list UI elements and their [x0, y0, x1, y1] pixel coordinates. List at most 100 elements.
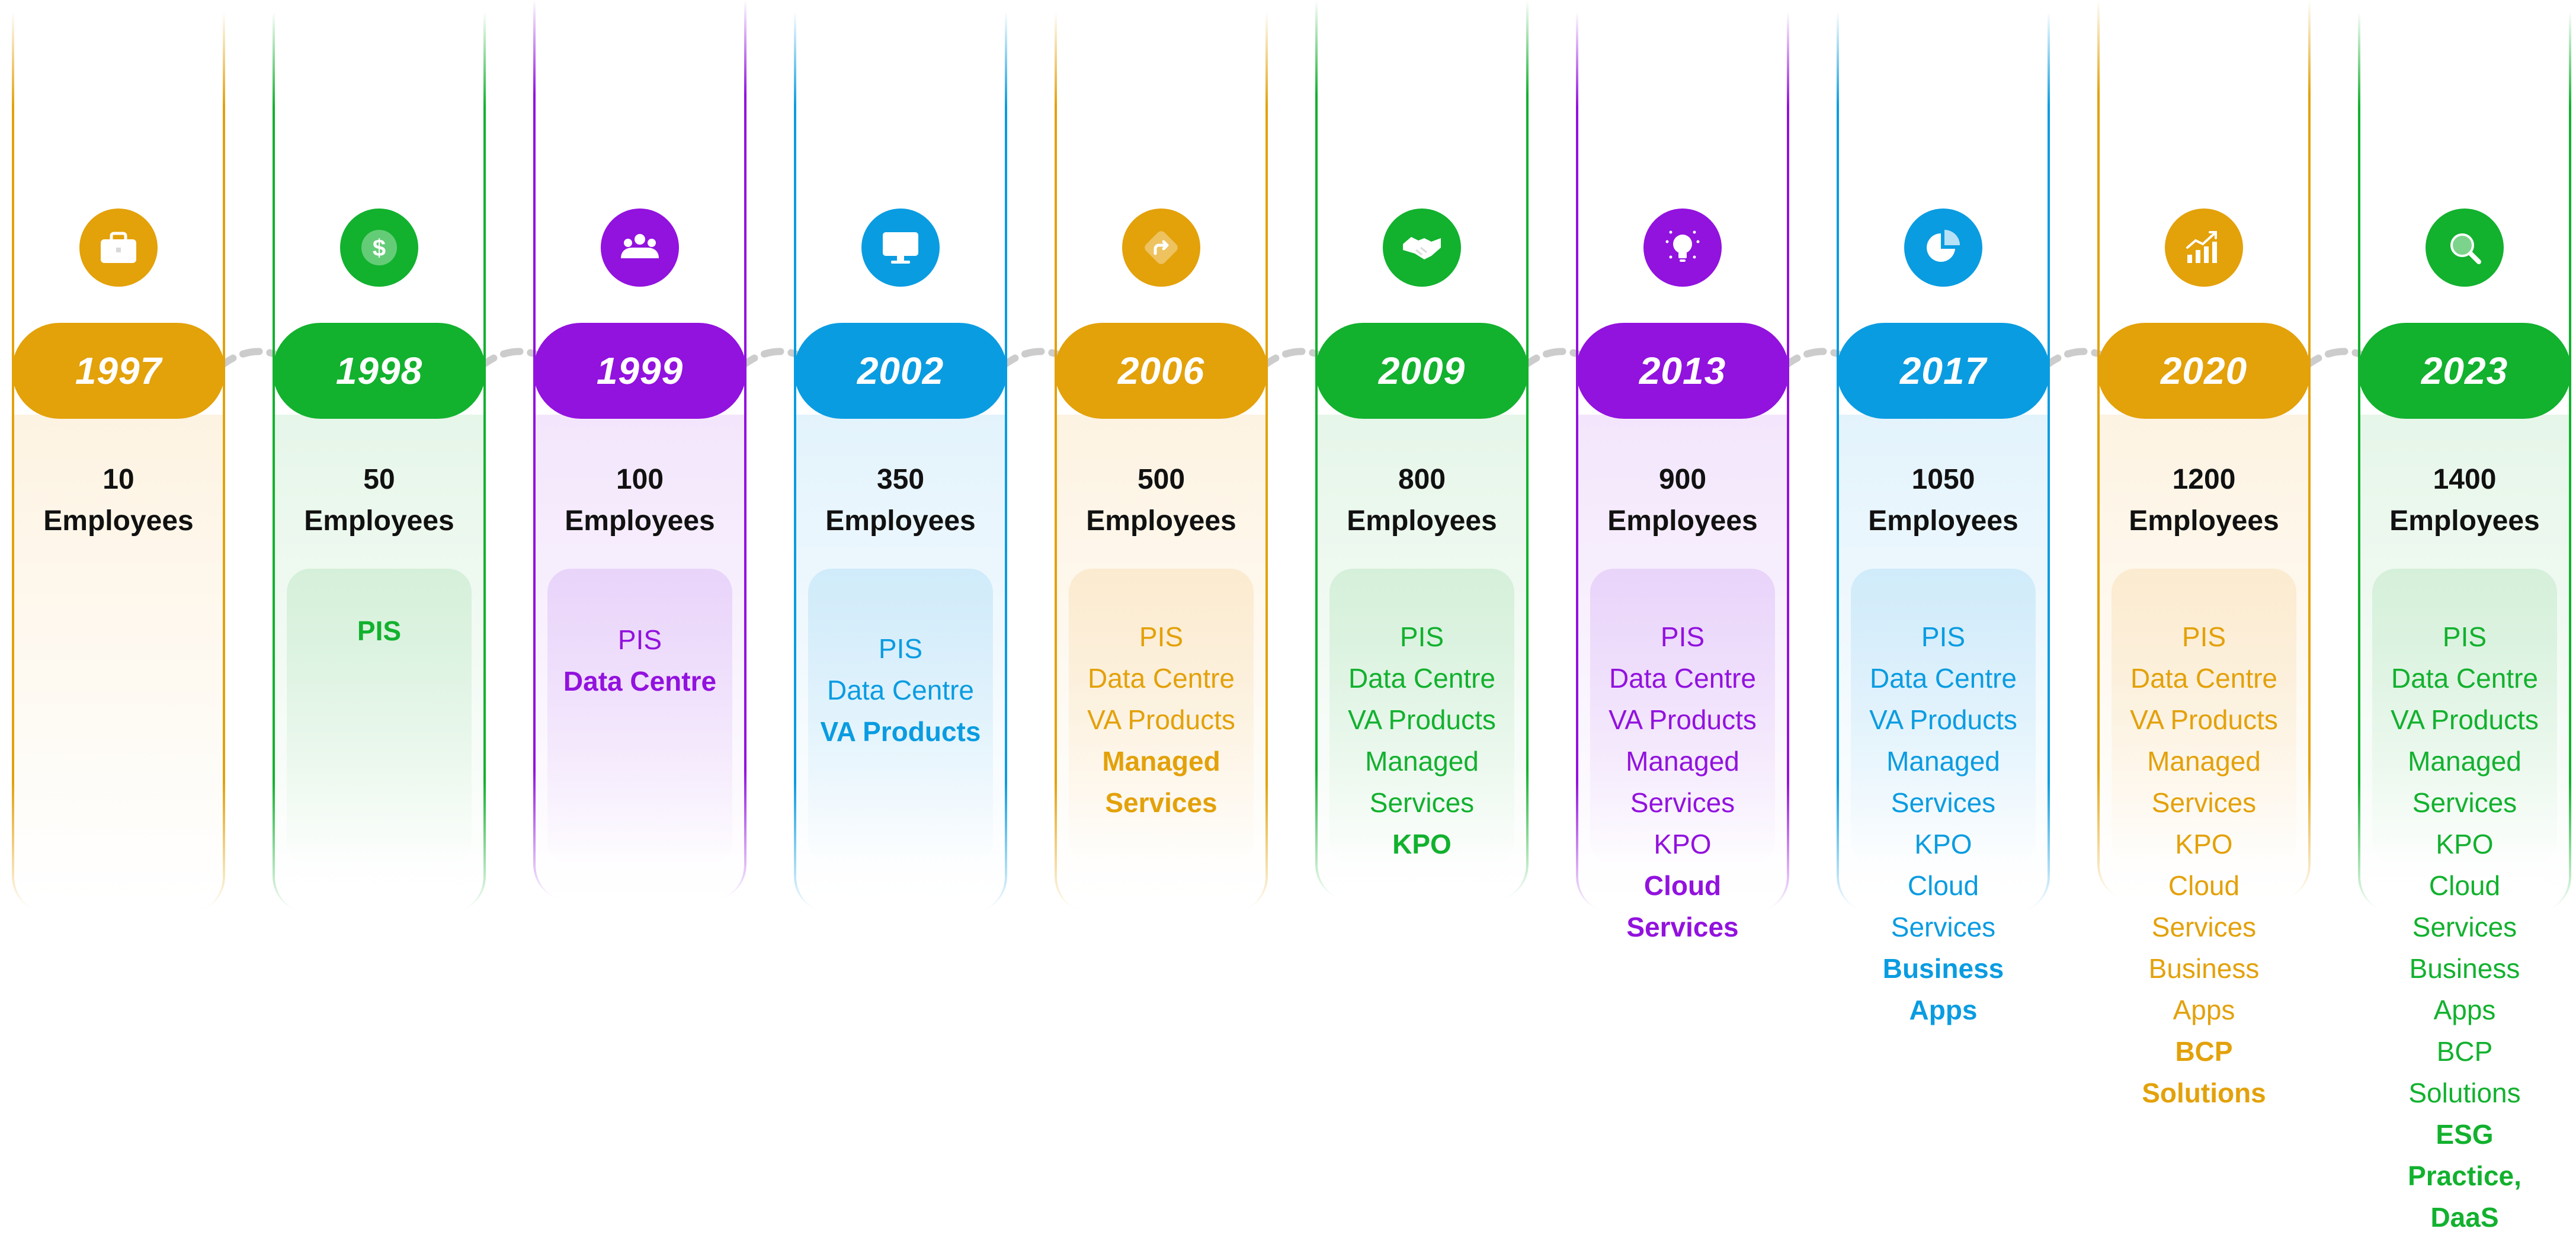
- new-service-item: BCP: [2175, 1036, 2233, 1067]
- dollar-icon: $: [340, 209, 418, 287]
- service-item: Data Centre: [1869, 663, 2017, 694]
- service-item: Managed: [1886, 746, 2000, 777]
- service-item: Business: [2409, 953, 2520, 984]
- new-service-item: Services: [1626, 912, 1739, 942]
- handshake-icon: [1383, 209, 1461, 287]
- column-background: [14, 415, 223, 900]
- service-item: PIS: [878, 633, 923, 664]
- year-badge: 2002: [794, 323, 1007, 419]
- year-badge: 2020: [2097, 323, 2311, 419]
- employee-number: 350: [876, 464, 925, 495]
- connector-dash: [1258, 348, 1325, 371]
- new-service-item: Data Centre: [563, 666, 717, 697]
- services-card: [1851, 569, 2036, 865]
- column-border: [533, 0, 746, 900]
- service-item: Solutions: [2408, 1077, 2521, 1108]
- services-card: [1329, 569, 1514, 865]
- column-border: [1055, 12, 1268, 912]
- employee-label: Employees: [825, 505, 976, 537]
- new-service-item: ESG: [2436, 1119, 2494, 1150]
- service-item: Services: [2412, 912, 2517, 942]
- employee-number: 1400: [2433, 464, 2497, 495]
- new-service-item: Business: [1882, 953, 2004, 984]
- services-card: [2372, 569, 2557, 865]
- service-item: PIS: [2181, 621, 2226, 652]
- connector-dash: [2040, 348, 2107, 371]
- service-item: PIS: [1660, 621, 1705, 652]
- service-item: Cloud: [2168, 870, 2240, 901]
- service-item: KPO: [1914, 829, 1972, 859]
- year-badge: 2013: [1576, 323, 1789, 419]
- employee-number: 900: [1658, 464, 1707, 495]
- column-border: [273, 12, 486, 912]
- service-item: VA Products: [1348, 704, 1496, 735]
- connector-dash: [998, 348, 1064, 371]
- employee-label: Employees: [565, 505, 715, 537]
- service-item: VA Products: [2130, 704, 2278, 735]
- service-item: KPO: [2175, 829, 2233, 859]
- new-service-item: VA Products: [820, 716, 981, 747]
- services-card: [808, 569, 993, 865]
- service-item: Apps: [2433, 995, 2496, 1025]
- service-item: VA Products: [2391, 704, 2539, 735]
- service-item: VA Products: [1869, 704, 2017, 735]
- service-item: Data Centre: [1609, 663, 1756, 694]
- service-item: KPO: [2436, 829, 2494, 859]
- employee-number: 50: [363, 464, 395, 495]
- year-badge: 1997: [12, 323, 225, 419]
- team-icon: [601, 209, 679, 287]
- connector-dash: [2301, 348, 2367, 371]
- service-item: PIS: [1921, 621, 1966, 652]
- service-item: Managed: [2147, 746, 2261, 777]
- new-service-item: Practice,: [2408, 1160, 2521, 1191]
- service-item: Services: [2412, 787, 2517, 818]
- monitor-icon: [861, 209, 940, 287]
- column-border: [1576, 12, 1789, 912]
- new-service-item: KPO: [1392, 829, 1452, 859]
- connector-dash: [476, 348, 543, 371]
- service-item: Services: [1891, 787, 1996, 818]
- svg-text:$: $: [373, 235, 386, 261]
- connector-dash: [216, 348, 282, 371]
- year-badge: 2006: [1055, 323, 1268, 419]
- column-border: [1837, 12, 2050, 912]
- column-border: [794, 12, 1007, 912]
- service-item: PIS: [1399, 621, 1444, 652]
- service-item: BCP: [2436, 1036, 2493, 1067]
- lightbulb-icon: [1643, 209, 1722, 287]
- year-badge: 1999: [533, 323, 746, 419]
- employee-label: Employees: [1347, 505, 1497, 537]
- services-card: [2112, 569, 2296, 865]
- employee-number: 10: [102, 464, 134, 495]
- employee-number: 1050: [1911, 464, 1975, 495]
- service-item: Managed: [1626, 746, 1739, 777]
- direction-sign-icon: [1122, 209, 1200, 287]
- services-card: [1590, 569, 1775, 865]
- column-border: [2358, 12, 2571, 912]
- services-card: [1069, 569, 1254, 865]
- column-border: [2097, 0, 2311, 900]
- service-item: Services: [1630, 787, 1735, 818]
- new-service-item: Solutions: [2142, 1077, 2266, 1108]
- connector-dash: [1780, 348, 1846, 371]
- pie-chart-icon: [1904, 209, 1982, 287]
